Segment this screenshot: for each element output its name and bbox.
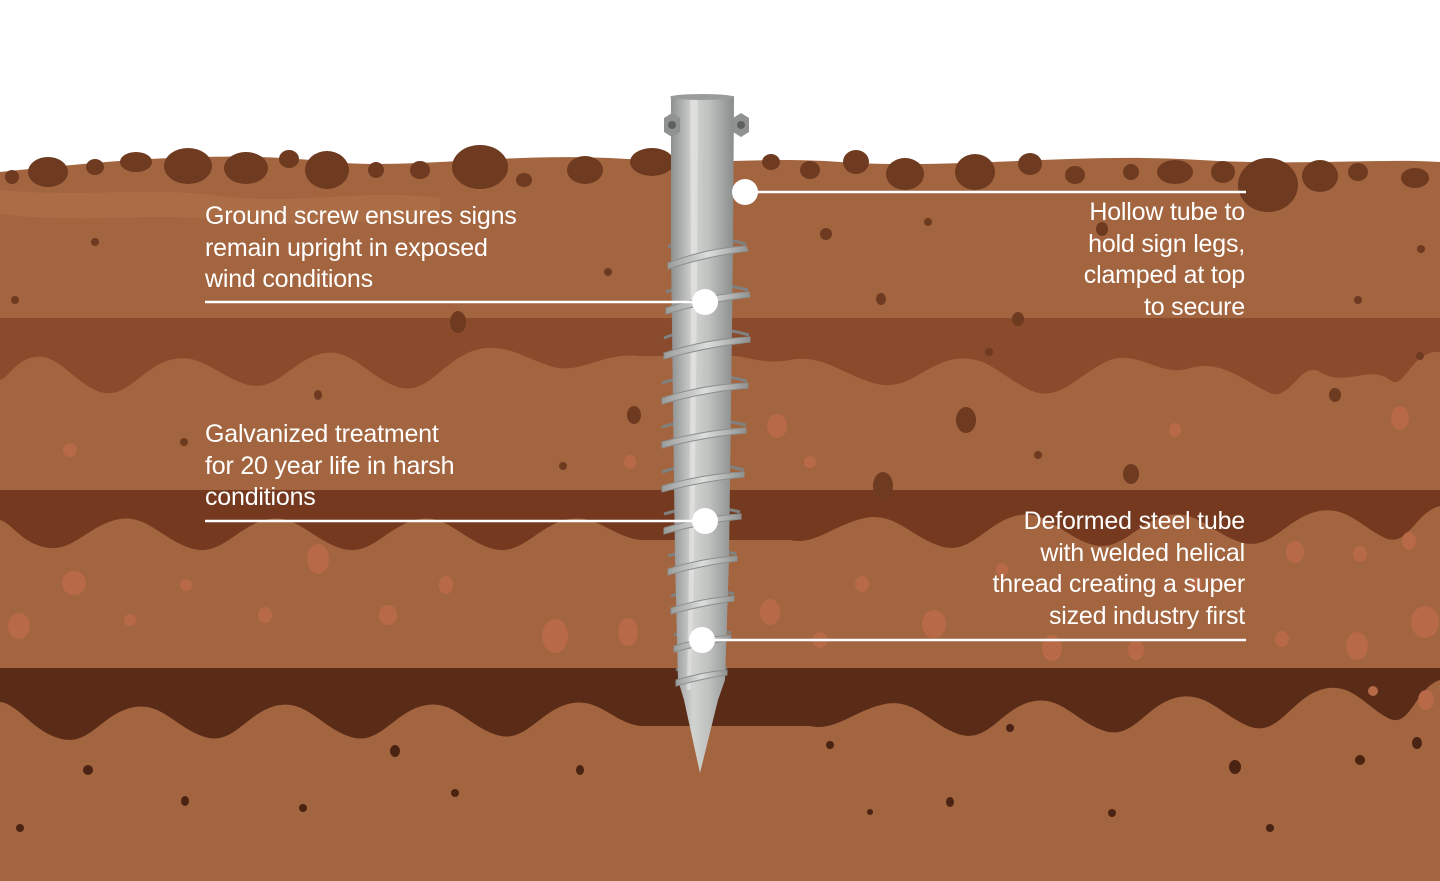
callout-line: sized industry first [1048,601,1245,630]
soil-layer-top-shade [0,190,440,225]
callout-line: Galvanized treatment [205,420,439,448]
soil-layer-mid [0,318,1440,395]
soil-layer-bottom [0,668,1440,740]
callout-line: Deformed steel tube [1023,507,1246,535]
soil-pebbles-light [8,406,1439,710]
surface-rocks [5,145,1429,212]
callout-line: hold sign legs, [1088,229,1245,258]
deep-soil-pebbles [16,724,1422,832]
callout-line: remain upright in exposed [205,233,488,262]
marker-ground-screw [692,289,718,315]
callout-line: for 20 year life in harsh [205,451,455,480]
clamp-bolt-right [733,113,749,137]
callout-line: conditions [205,483,316,511]
callout-line: clamped at top [1083,261,1245,289]
callout-galvanized-treatment: Galvanized treatment for 20 year life in… [205,419,455,514]
callout-line: thread creating a super [992,570,1245,598]
callout-ground-screw-purpose: Ground screw ensures signs remain uprigh… [205,201,517,296]
callout-line: Hollow tube to [1089,198,1245,226]
callout-hollow-tube: Hollow tube to hold sign legs, clamped a… [1084,197,1245,323]
callout-helical-thread: Deformed steel tube with welded helical … [992,506,1245,632]
helical-thread-front [661,245,751,687]
callout-line: Ground screw ensures signs [205,202,517,230]
callout-markers [689,179,758,653]
clamp-bolt-left [664,113,680,137]
ground-screw [661,94,751,773]
callout-line: with welded helical [1040,538,1245,567]
soil-pebbles-dark [11,218,1425,500]
callout-line: to secure [1143,292,1245,321]
leader-lines [205,190,1246,642]
callout-line: wind conditions [205,265,373,293]
marker-galvanized [692,508,718,534]
marker-hollow-tube [732,179,758,205]
marker-helical-thread [689,627,715,653]
tube-top-rim [670,94,734,100]
